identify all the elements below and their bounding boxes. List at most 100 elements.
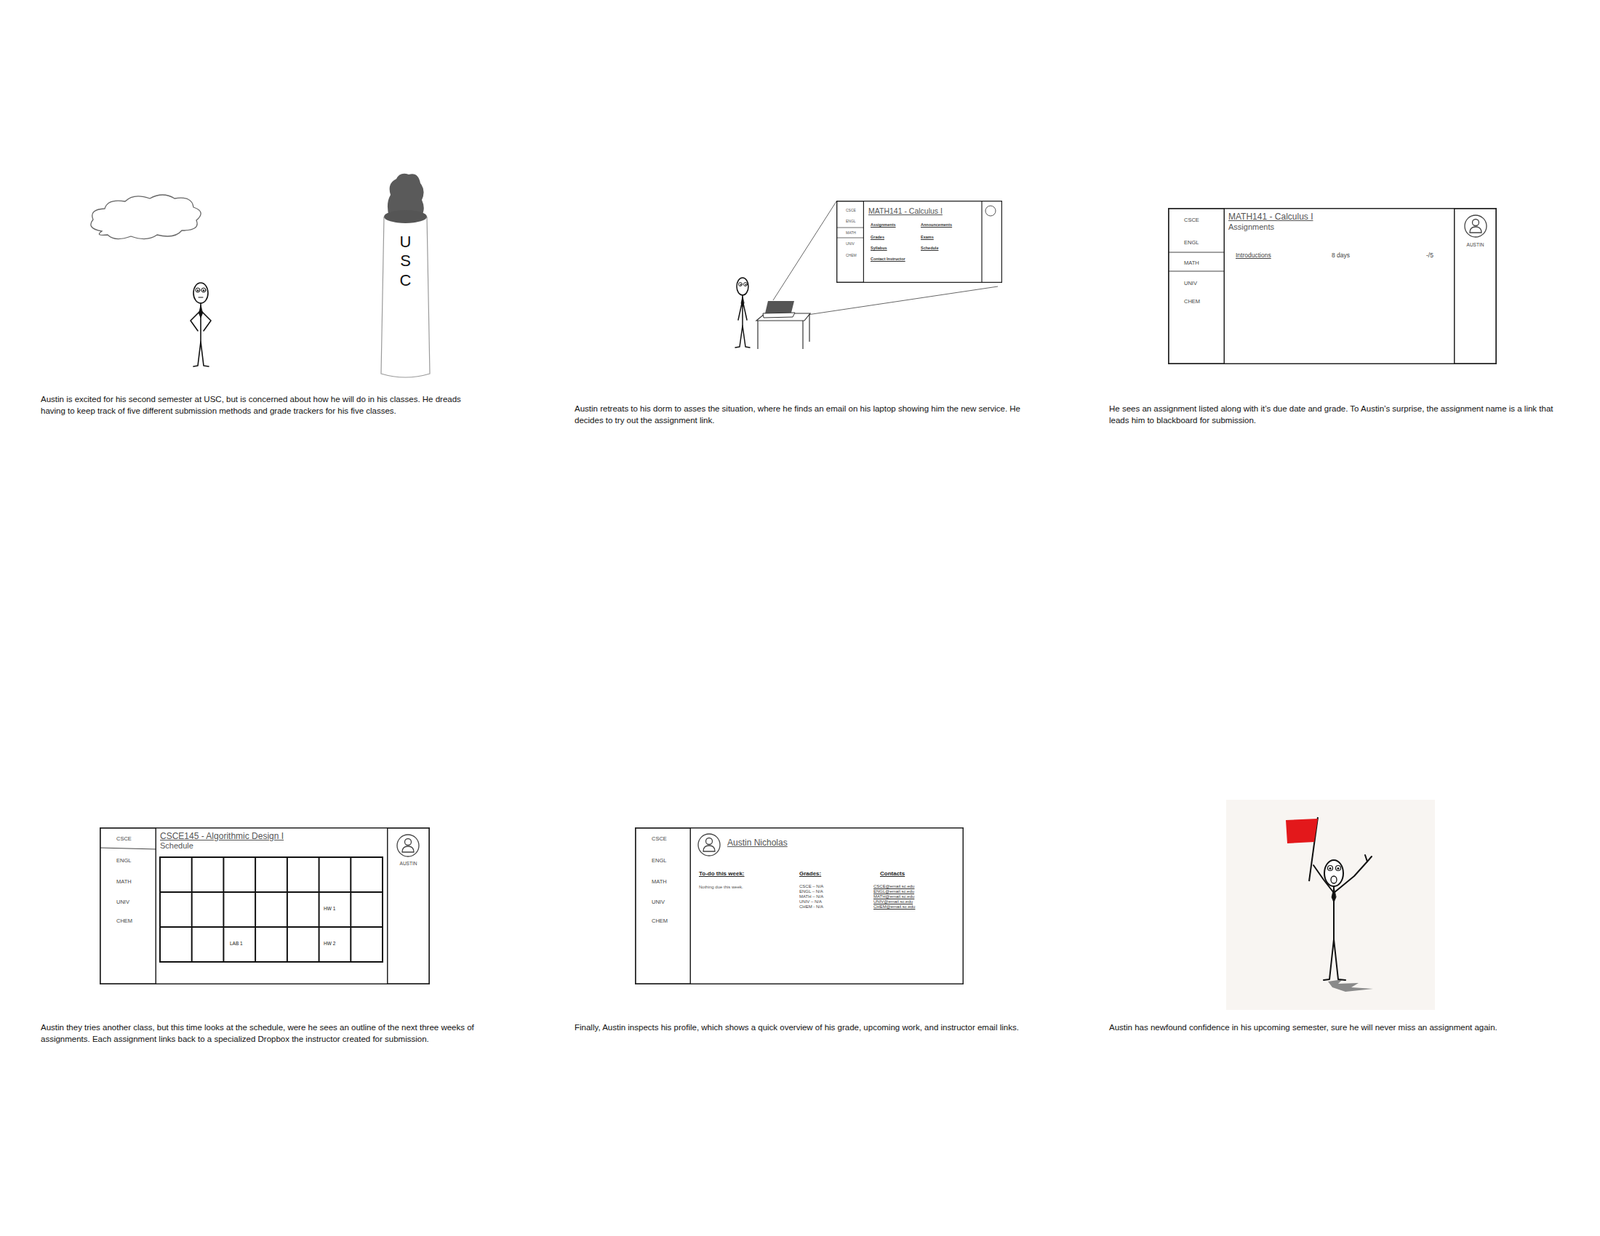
node-text: CSCE (1184, 216, 1200, 224)
sidebar-nav: CSCEENGLMATHUNIVCHEM (99, 827, 157, 985)
sidebar-nav: CSCEENGLMATHUNIVCHEM (836, 200, 864, 283)
figure-finger (1367, 856, 1372, 862)
profile-screen: Austin NicholasTo-do this week: Nothing d… (634, 827, 964, 985)
node-text: Assignments (1228, 222, 1275, 232)
grid-line (191, 857, 193, 963)
figure-head (736, 277, 749, 296)
avatar-head (1472, 219, 1480, 227)
figure-finger (1365, 855, 1368, 862)
avatar-icon (698, 834, 720, 856)
figure-eye (195, 288, 200, 293)
desk (756, 313, 811, 350)
node-text: CHEM@email.sc.edu (873, 904, 915, 910)
panel-caption: He sees an assignment listed along with … (1109, 403, 1565, 427)
figure-eye (201, 288, 206, 293)
avatar-shoulders (703, 845, 715, 852)
node-text: MATH@email.sc.edu (873, 894, 915, 900)
node-text: CHEM (651, 917, 668, 925)
node-text: To-do this week: (698, 870, 745, 878)
figure-eye (1328, 866, 1334, 872)
panel-caption: Austin they tries another class, but thi… (40, 1022, 501, 1046)
node-text: UNIV (651, 898, 665, 906)
avatar-shoulders (402, 846, 414, 853)
node-text: -/5 (1426, 251, 1434, 259)
avatar-circle (698, 834, 720, 856)
avatar-shoulders (1469, 226, 1482, 233)
grid-line (349, 857, 352, 963)
figure-pupil (1329, 867, 1332, 870)
grid-line (160, 891, 383, 894)
node-text: ENGL (1184, 239, 1199, 246)
figure-head (1324, 860, 1344, 887)
menu-divider (1168, 271, 1225, 272)
zoom-line (773, 201, 837, 301)
figure-arm (1313, 865, 1334, 894)
panel-caption: Austin has newfound confidence in his up… (1109, 1022, 1565, 1035)
grid-line (222, 857, 224, 963)
node-text: Contact Instructor (870, 256, 906, 262)
figure-legs (1323, 939, 1346, 981)
node-text: UNIV (1184, 280, 1198, 287)
desk-leg (757, 320, 758, 350)
figure-shadow (1328, 979, 1374, 992)
node-text: CSCE (845, 208, 856, 213)
node-text: Schedule (160, 841, 194, 851)
node-text: CHEM (116, 917, 133, 925)
node-text: ENGL@email.sc.edu (873, 889, 915, 895)
node-text: ENGL (845, 218, 856, 224)
avatar-head (706, 838, 713, 846)
figure-eye (1336, 866, 1342, 872)
panel-caption: Austin is excited for his second semeste… (40, 394, 486, 417)
zoom-line (792, 286, 998, 318)
figure-legs (735, 325, 750, 348)
figure-arm (738, 300, 747, 320)
node-text: Assignments (870, 222, 896, 228)
grid-line (160, 926, 383, 928)
node-text: MATH141 - Calculus I (1228, 211, 1313, 222)
grid-frame (160, 857, 383, 963)
menu-divider (99, 848, 157, 850)
figure-arm (190, 310, 201, 331)
node-text: Nothing due this week. (698, 885, 744, 891)
menu-divider (1168, 252, 1225, 254)
node-text: CHEM - N/A (799, 904, 824, 910)
grid-line (318, 857, 320, 963)
stick-figure (735, 277, 750, 348)
node-text: CSCE145 - Algorithmic Design I (160, 831, 284, 842)
panel-caption: Finally, Austin inspects his profile, wh… (574, 1022, 1023, 1035)
figure-pupil (202, 289, 205, 291)
app-screen: CSCE145 - Algorithmic Design IScheduleCS… (99, 827, 430, 985)
desk-top (756, 313, 811, 321)
stick-figure (190, 282, 211, 367)
figure-eye (744, 282, 748, 287)
node-text: Austin Nicholas (727, 837, 788, 848)
node-text: ENGL – N/A (799, 889, 824, 895)
node-text: MATH (1184, 259, 1200, 267)
menu-divider (836, 227, 864, 229)
avatar-circle (397, 834, 419, 857)
node-text: CHEM (1184, 298, 1200, 305)
app-screen: MATH141 - Calculus IAssignmentsIntroduct… (1168, 208, 1497, 365)
avatar-circle (1464, 215, 1487, 238)
grid-line (286, 857, 288, 963)
figure-mouth (1330, 876, 1337, 884)
node-text: UNIV – N/A (799, 899, 822, 905)
figure-arm (200, 310, 211, 331)
profile-column: AUSTIN (386, 827, 430, 985)
figure-legs (193, 341, 209, 367)
node-text: UNIV (116, 898, 130, 906)
column-divider (981, 200, 982, 283)
cloud (90, 194, 201, 240)
avatar-circle (985, 205, 996, 216)
figure-pupil (197, 289, 199, 291)
red-flag (1285, 818, 1318, 844)
node-text: Syllabus (870, 245, 888, 251)
node-text: MATH (116, 878, 132, 886)
node-text: Announcements (920, 222, 952, 228)
node-text: Introductions (1235, 251, 1272, 259)
node-text: CSCE (651, 835, 667, 843)
node-text: U S C (397, 232, 414, 291)
laptop-base (762, 312, 795, 318)
